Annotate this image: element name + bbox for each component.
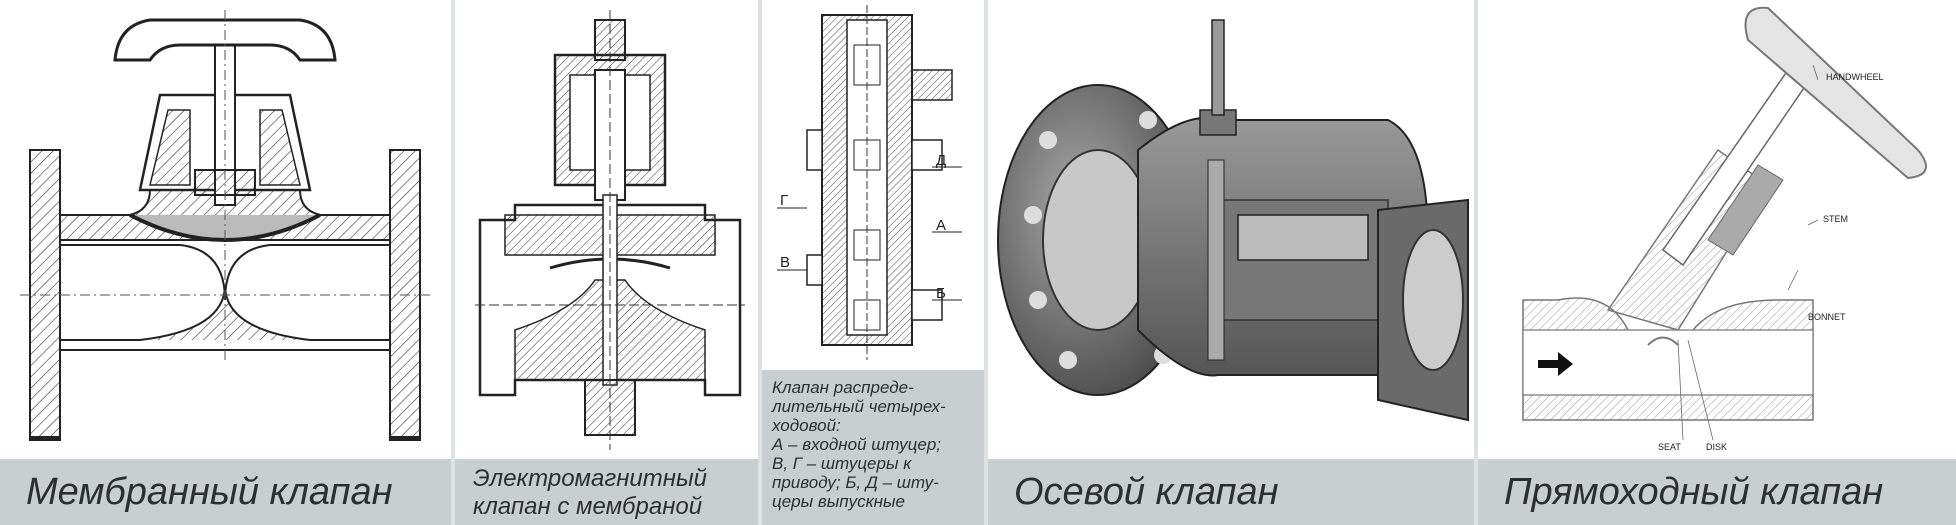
panel-axial-valve: Осевой клапан	[988, 0, 1478, 525]
label-handwheel: HANDWHEEL	[1826, 72, 1884, 82]
solenoid-valve-drawing	[475, 10, 745, 450]
label-g: Г	[780, 192, 788, 209]
caption-solenoid-valve: Электромагнитный клапан с мембраной	[455, 459, 758, 525]
caption-globe-valve: Прямоходный клапан	[1478, 459, 1956, 525]
caption-line-7: церы выпускные	[772, 492, 905, 511]
caption-line-2: клапан с мембраной	[473, 493, 703, 520]
diaphragm-valve-drawing	[20, 10, 430, 441]
caption-line-3: ходовой:	[772, 416, 841, 435]
axial-valve-drawing	[997, 19, 1469, 422]
caption-line-1: Электромагнитный	[473, 465, 707, 492]
label-v: В	[780, 254, 790, 271]
panel-solenoid-valve: Электромагнитный клапан с мембраной	[455, 0, 762, 525]
globe-valve-drawing: HANDWHEEL STEM BONNET SEAT DISK	[1522, 6, 1927, 452]
caption-line-4: А – входной штуцер;	[772, 435, 942, 454]
caption-line-6: приводу; Б, Д – шту-	[772, 473, 939, 492]
panel-diaphragm-valve: Мембранный клапан	[0, 0, 455, 525]
label-stem: STEM	[1823, 214, 1848, 224]
caption-line-2: лительный четырех-	[772, 397, 946, 416]
label-bonnet: BONNET	[1808, 312, 1846, 322]
caption-diaphragm-valve: Мембранный клапан	[0, 459, 451, 525]
caption-line-1: Клапан распреде-	[772, 378, 914, 397]
distribution-valve-drawing: Д Г А В Б	[777, 5, 962, 360]
caption-line-5: В, Г – штуцеры к	[772, 454, 912, 473]
label-a: А	[936, 217, 946, 234]
panel-distribution-valve: Д Г А В Б Клапан распреде- лительный чет…	[762, 0, 988, 525]
panel-globe-valve: HANDWHEEL STEM BONNET SEAT DISK Прямоход…	[1478, 0, 1956, 525]
label-d: Д	[936, 152, 946, 169]
label-disk: DISK	[1706, 442, 1727, 452]
label-seat: SEAT	[1658, 442, 1681, 452]
caption-axial-valve: Осевой клапан	[988, 459, 1474, 525]
label-b: Б	[936, 285, 946, 302]
caption-distribution-valve: Клапан распреде- лительный четырех- ходо…	[762, 370, 984, 525]
